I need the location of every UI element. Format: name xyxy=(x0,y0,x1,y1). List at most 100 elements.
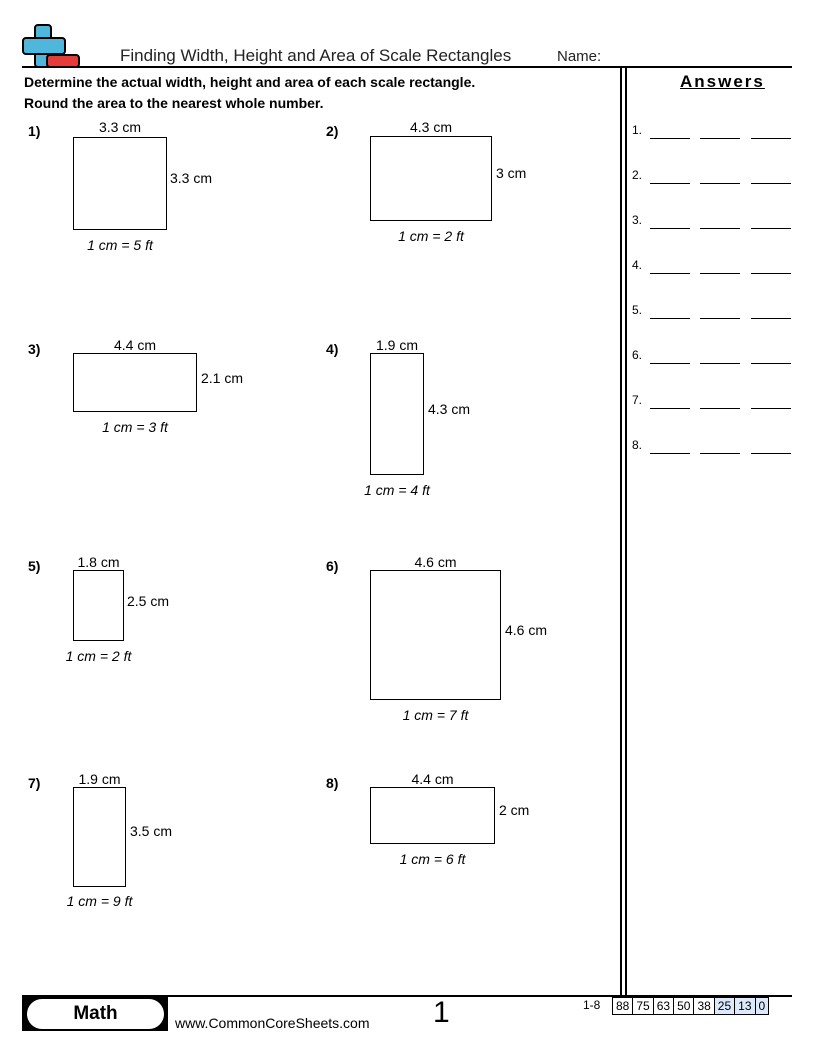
scale-rectangle xyxy=(370,570,501,700)
logo-icon xyxy=(22,24,80,68)
problem-number: 2) xyxy=(326,123,339,139)
width-label: 1.9 cm xyxy=(78,771,121,787)
score-cell: 38 xyxy=(693,998,713,1014)
answer-row: 5. xyxy=(632,303,792,319)
column-divider xyxy=(625,67,627,995)
width-label: 1.9 cm xyxy=(375,337,419,353)
scale-rectangle xyxy=(370,136,492,221)
answer-blank[interactable] xyxy=(650,273,690,274)
answer-blank[interactable] xyxy=(650,183,690,184)
header-divider xyxy=(22,66,792,68)
score-table: 88 75 63 50 38 25 13 0 xyxy=(612,997,770,1015)
scale-rectangle xyxy=(73,570,124,641)
answer-blank[interactable] xyxy=(751,408,791,409)
answer-row: 7. xyxy=(632,393,792,409)
answer-blank[interactable] xyxy=(751,363,791,364)
score-cell: 50 xyxy=(673,998,693,1014)
answer-blank[interactable] xyxy=(751,183,791,184)
answer-blank[interactable] xyxy=(751,138,791,139)
width-label: 4.4 cm xyxy=(411,771,454,787)
height-label: 4.3 cm xyxy=(428,401,471,417)
answer-row: 2. xyxy=(632,168,792,184)
scale-label: 1 cm = 2 ft xyxy=(398,228,464,244)
answer-blank[interactable] xyxy=(700,408,740,409)
problem-number: 1) xyxy=(28,123,41,139)
width-label: 3.3 cm xyxy=(98,119,142,135)
answers-title: Answers xyxy=(680,72,765,91)
answer-row: 8. xyxy=(632,438,792,454)
height-label: 2 cm xyxy=(499,802,530,818)
problem-number: 5) xyxy=(28,558,41,574)
name-label: Name: xyxy=(557,48,602,65)
score-range: 1-8 xyxy=(583,998,601,1012)
score-cell: 13 xyxy=(734,998,755,1014)
page-number: 1 xyxy=(433,996,450,1029)
answer-blank[interactable] xyxy=(700,228,740,229)
instruction-line: Determine the actual width, height and a… xyxy=(24,74,476,90)
scale-rectangle xyxy=(370,353,424,475)
answer-blank[interactable] xyxy=(650,408,690,409)
site-url[interactable]: www.CommonCoreSheets.com xyxy=(175,1015,370,1031)
scale-label: 1 cm = 5 ft xyxy=(87,237,153,253)
answer-number: 5. xyxy=(632,303,643,317)
width-label: 1.8 cm xyxy=(77,554,120,570)
answer-blank[interactable] xyxy=(700,183,740,184)
answer-number: 8. xyxy=(632,438,643,452)
score-cell: 63 xyxy=(652,998,673,1014)
height-label: 3.3 cm xyxy=(170,170,213,186)
answer-number: 1. xyxy=(632,123,643,137)
scale-label: 1 cm = 6 ft xyxy=(399,851,466,867)
scale-label: 1 cm = 7 ft xyxy=(402,707,469,723)
scale-rectangle xyxy=(73,787,126,887)
scale-label: 1 cm = 9 ft xyxy=(66,893,133,909)
height-label: 4.6 cm xyxy=(505,622,548,638)
answer-blank[interactable] xyxy=(650,318,690,319)
width-label: 4.6 cm xyxy=(414,554,457,570)
height-label: 2.5 cm xyxy=(127,593,170,609)
answer-row: 6. xyxy=(632,348,792,364)
width-label: 4.4 cm xyxy=(113,337,157,353)
answer-blank[interactable] xyxy=(700,363,740,364)
answer-blank[interactable] xyxy=(751,228,791,229)
height-label: 3 cm xyxy=(496,165,527,181)
scale-label: 1 cm = 2 ft xyxy=(65,648,132,664)
answer-row: 3. xyxy=(632,213,792,229)
answer-row: 1. xyxy=(632,123,792,139)
answer-number: 6. xyxy=(632,348,643,362)
footer-divider xyxy=(22,995,792,997)
answer-blank[interactable] xyxy=(751,273,791,274)
height-label: 3.5 cm xyxy=(130,823,173,839)
subject-label: Math xyxy=(27,999,164,1029)
answer-blank[interactable] xyxy=(650,228,690,229)
answer-blank[interactable] xyxy=(700,138,740,139)
answer-blank[interactable] xyxy=(650,453,690,454)
answer-blank[interactable] xyxy=(751,318,791,319)
problem-number: 3) xyxy=(28,341,41,357)
answer-blank[interactable] xyxy=(650,138,690,139)
answer-number: 4. xyxy=(632,258,643,272)
score-cell: 25 xyxy=(713,998,735,1014)
answer-blank[interactable] xyxy=(700,318,740,319)
answer-number: 3. xyxy=(632,213,643,227)
answer-number: 7. xyxy=(632,393,643,407)
answer-blank[interactable] xyxy=(650,363,690,364)
instructions: Determine the actual width, height and a… xyxy=(24,72,475,114)
problem-number: 8) xyxy=(326,775,339,791)
scale-rectangle xyxy=(370,787,495,844)
scale-rectangle xyxy=(73,137,167,230)
problem-number: 6) xyxy=(326,558,339,574)
answer-blank[interactable] xyxy=(751,453,791,454)
answer-number: 2. xyxy=(632,168,643,182)
worksheet-title: Finding Width, Height and Area of Scale … xyxy=(120,46,512,65)
problem-number: 4) xyxy=(326,341,339,357)
answer-blank[interactable] xyxy=(700,453,740,454)
answer-blank[interactable] xyxy=(700,273,740,274)
score-cell: 0 xyxy=(754,998,769,1014)
score-cell: 75 xyxy=(632,998,652,1014)
column-divider xyxy=(620,67,622,995)
width-label: 4.3 cm xyxy=(409,119,453,135)
instruction-line: Round the area to the nearest whole numb… xyxy=(24,95,324,111)
score-cell: 88 xyxy=(616,999,630,1013)
scale-rectangle xyxy=(73,353,197,412)
